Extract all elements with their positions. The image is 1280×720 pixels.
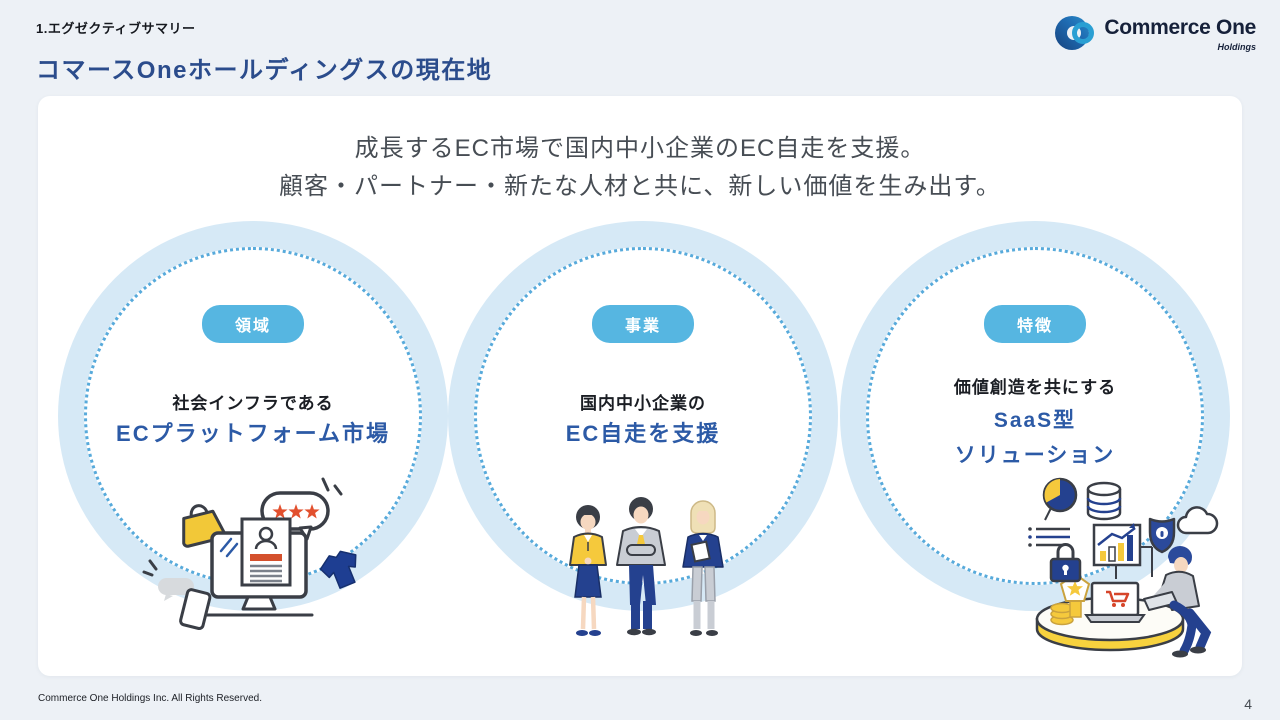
bar-chart-icon bbox=[1092, 523, 1153, 579]
copyright-text: Commerce One Holdings Inc. All Rights Re… bbox=[38, 693, 262, 704]
businesswoman-icon bbox=[569, 505, 607, 636]
database-icon bbox=[1086, 481, 1122, 521]
person-laptop-icon bbox=[1143, 546, 1212, 658]
pillar-domain-badge: 領域 bbox=[201, 305, 305, 343]
page-number: 4 bbox=[1244, 696, 1252, 712]
content-card: 成長するEC市場で国内中小企業のEC自走を支援。 顧客・パートナー・新たな人材と… bbox=[38, 96, 1242, 676]
profile-document-icon bbox=[240, 517, 292, 587]
cloud-icon bbox=[1176, 506, 1219, 535]
commerce-one-logo: Commerce One Holdings bbox=[1054, 14, 1256, 52]
shield-lock-icon bbox=[1148, 517, 1176, 554]
list-lines-icon bbox=[1028, 527, 1070, 547]
logo-subtitle: Holdings bbox=[1217, 42, 1257, 52]
pillar-domain: 領域 社会インフラである ECプラットフォーム市場 bbox=[58, 221, 448, 630]
pillar-feature-title-line1: SaaS型 bbox=[993, 409, 1077, 432]
commerce-one-logo-icon bbox=[1055, 16, 1095, 50]
page-title: コマースOneホールディングスの現在地 bbox=[36, 57, 493, 84]
business-people-illustration bbox=[569, 497, 724, 636]
tshirt-icon bbox=[319, 550, 357, 589]
chat-bubble-icon bbox=[142, 559, 194, 601]
pillar-domain-title-line1: ECプラットフォーム市場 bbox=[116, 421, 390, 446]
pillar-feature: 特徴 価値創造を共にする SaaS型 ソリューション bbox=[840, 221, 1230, 658]
pillar-business-title: EC自走を支援 bbox=[448, 418, 838, 449]
pillar-feature-subtitle: 価値創造を共にする bbox=[953, 378, 1117, 397]
pillar-feature-inner-circle bbox=[866, 247, 1204, 585]
ec-cart-laptop-icon bbox=[1084, 581, 1146, 623]
pie-chart-icon bbox=[1042, 477, 1078, 521]
pillar-business-badge: 事業 bbox=[591, 305, 695, 343]
saas-solution-illustration bbox=[1028, 477, 1219, 658]
logo-name: Commerce One bbox=[1104, 16, 1256, 39]
businessman-icon bbox=[616, 497, 666, 636]
padlock-icon bbox=[1049, 543, 1082, 583]
pillar-business-title-line1: EC自走を支援 bbox=[565, 421, 721, 446]
intro-message: 成長するEC市場で国内中小企業のEC自走を支援。 顧客・パートナー・新たな人材と… bbox=[38, 130, 1242, 206]
section-label: 1.エグゼクティブサマリー bbox=[36, 21, 196, 36]
sparkle-icon bbox=[321, 477, 343, 496]
pillar-domain-title: ECプラットフォーム市場 bbox=[58, 418, 448, 449]
pillar-business: 事業 国内中小企業の EC自走を支援 bbox=[448, 221, 838, 636]
pillar-feature-title-line2: ソリューション bbox=[954, 444, 1116, 467]
intro-line-1: 成長するEC市場で国内中小企業のEC自走を支援。 bbox=[354, 135, 926, 162]
pillar-business-subtitle: 国内中小企業の bbox=[580, 394, 706, 413]
pillar-feature-badge: 特徴 bbox=[983, 305, 1087, 343]
smartphone-icon bbox=[179, 588, 212, 630]
intro-line-2: 顧客・パートナー・新たな人材と共に、新しい価値を生み出す。 bbox=[279, 173, 1001, 200]
pillar-domain-subtitle: 社会インフラである bbox=[172, 394, 334, 413]
ec-shopping-monitor-illustration bbox=[142, 477, 357, 630]
businesswoman-2-icon bbox=[682, 500, 724, 636]
pillar-feature-title: SaaS型 ソリューション bbox=[840, 403, 1230, 473]
coins-icon bbox=[1050, 602, 1074, 626]
